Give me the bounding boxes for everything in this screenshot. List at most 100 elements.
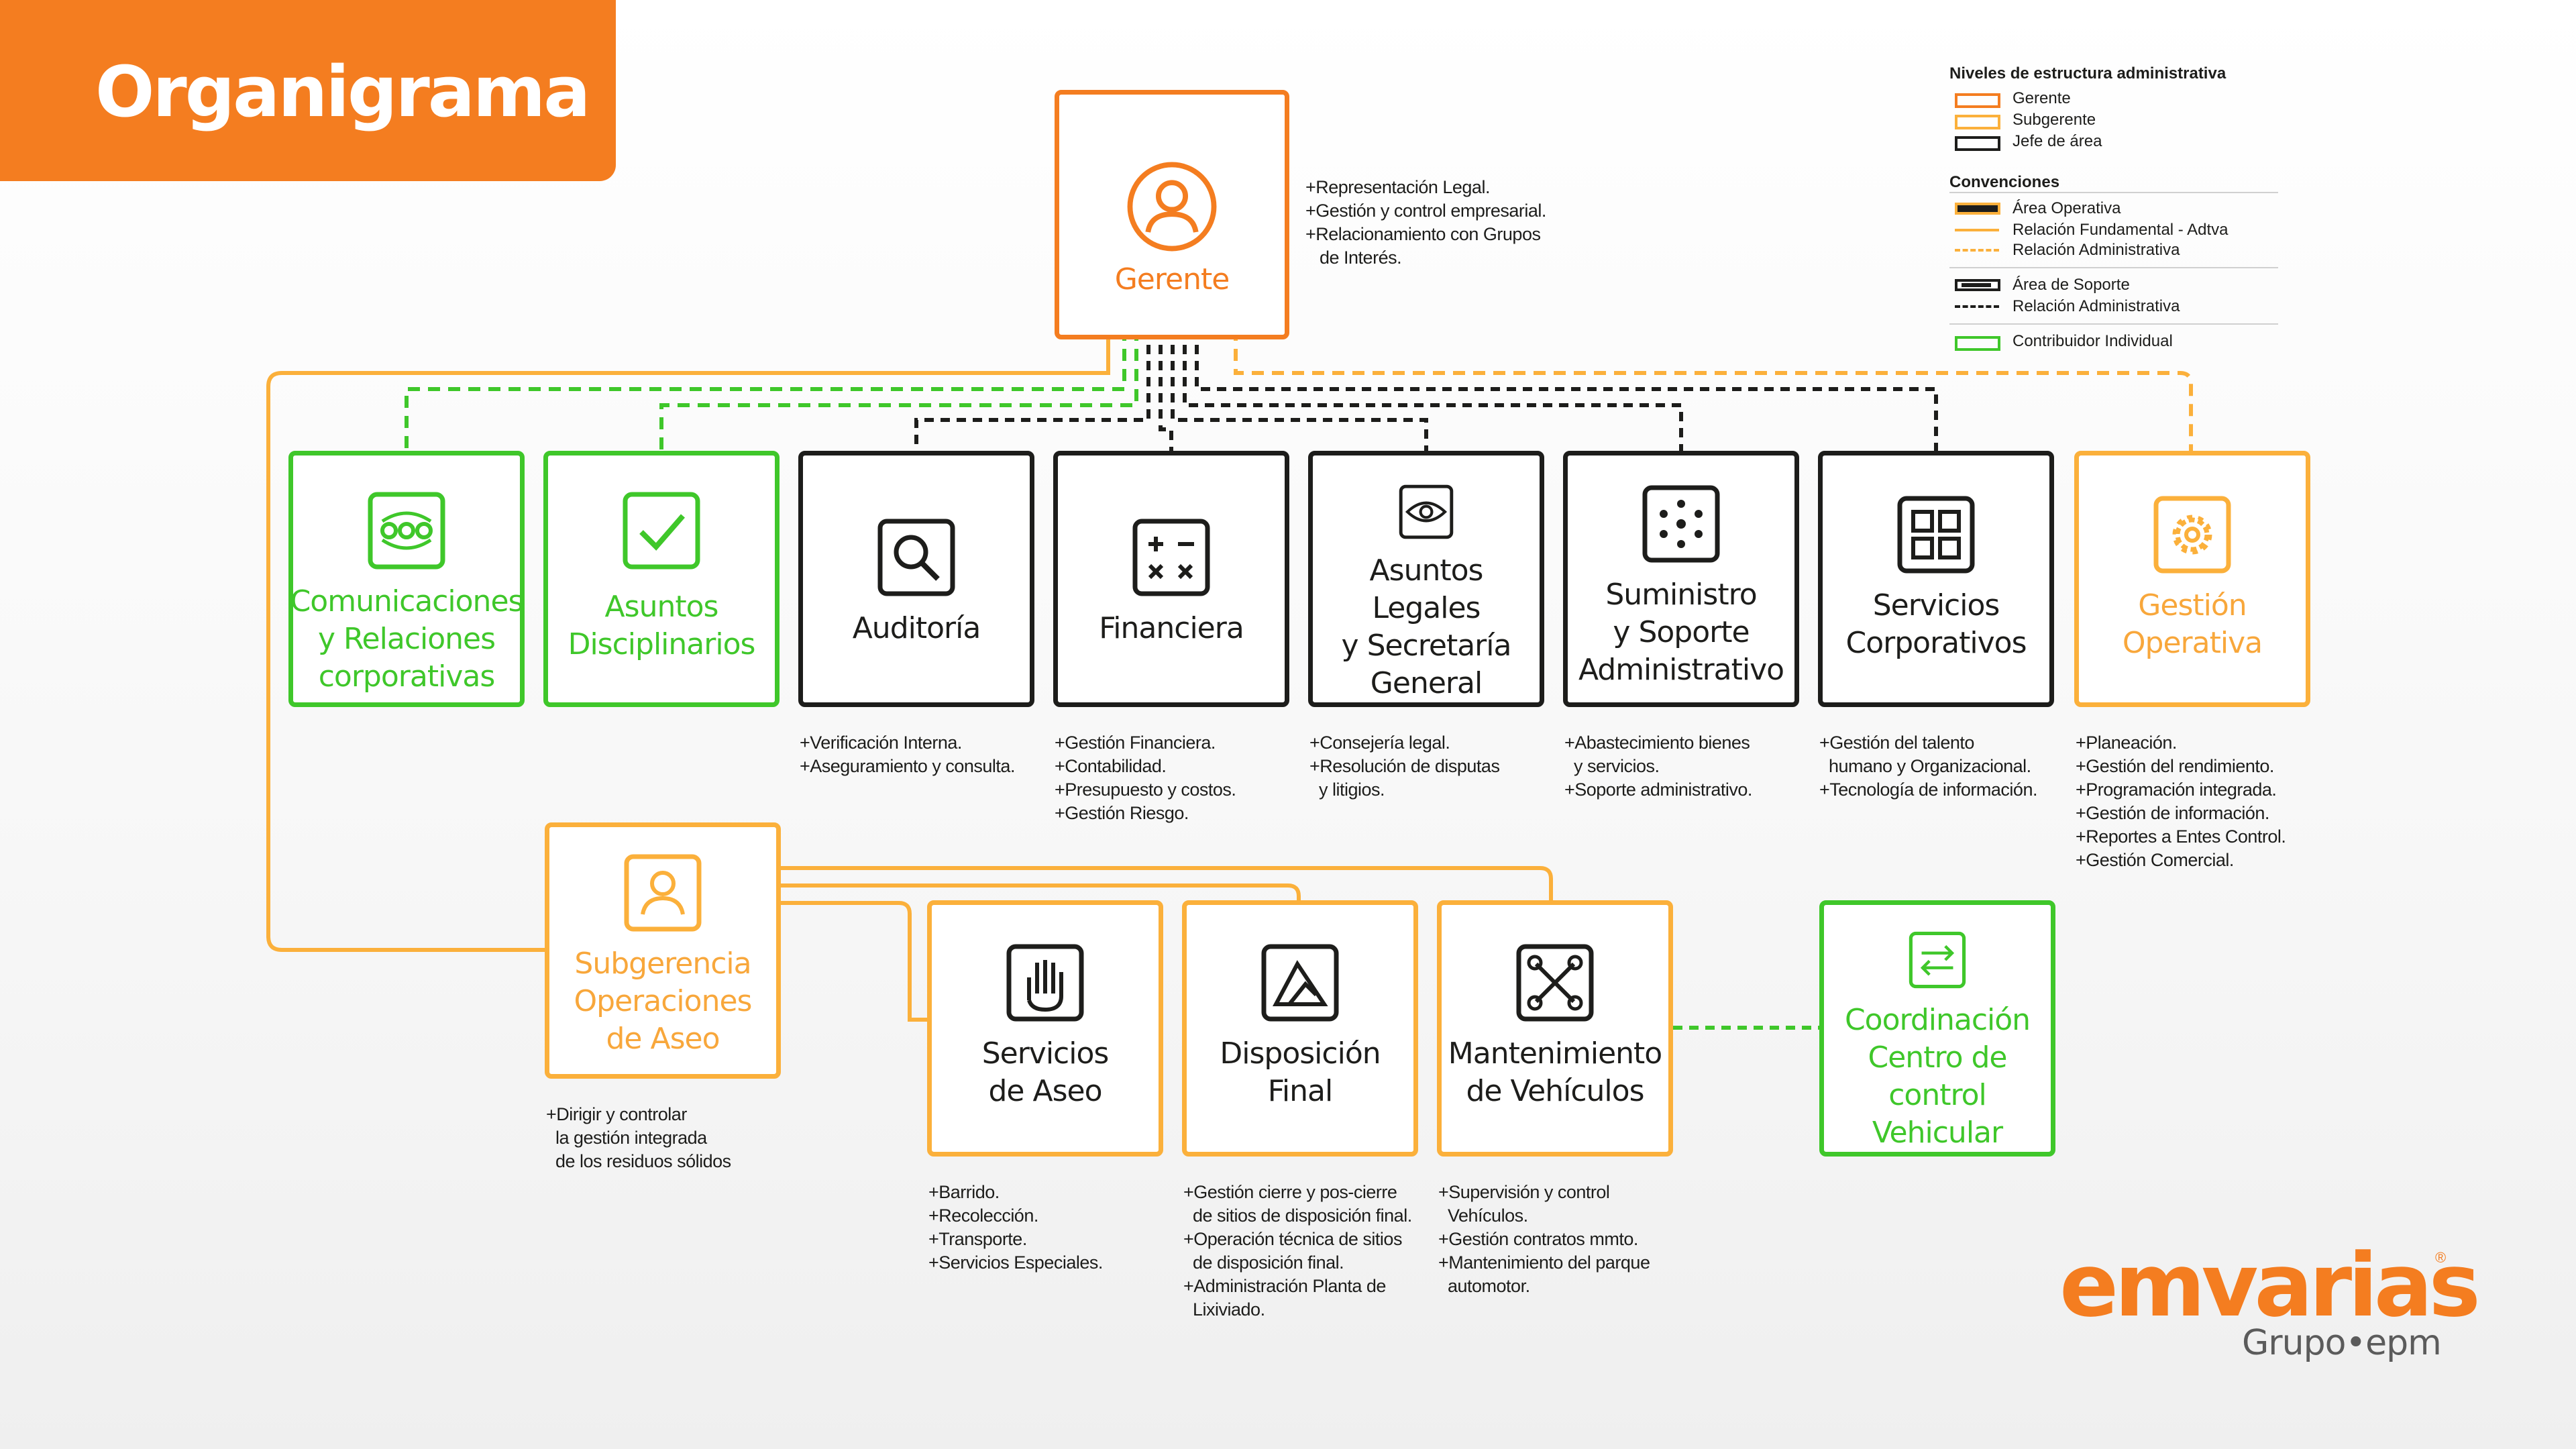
logo-registered: ® bbox=[2435, 1249, 2447, 1266]
legend-relacion-adtva-operativa: Relación Administrativa bbox=[1955, 240, 2180, 260]
legend-label-gerente: Gerente bbox=[2012, 89, 2071, 107]
financiera-functions: +Gestión Financiera. +Contabilidad. +Pre… bbox=[1055, 733, 1236, 823]
subgerencia-label: Subgerencia Operaciones de Aseo bbox=[574, 947, 753, 1056]
legend-subgerente: Subgerente bbox=[1955, 110, 2096, 130]
legend-title: Niveles de estructura administrativa bbox=[1949, 64, 2226, 83]
legend-swatch-area-soporte bbox=[1955, 275, 2000, 295]
line-sub-aseo bbox=[777, 901, 928, 1022]
legend-gerente: Gerente bbox=[1955, 89, 2071, 109]
suministro-box[interactable]: Suministro y Soporte Administrativo bbox=[1563, 451, 1799, 707]
line-sub-disposicion bbox=[777, 883, 1301, 900]
legend-label-jefe: Jefe de área bbox=[2012, 132, 2102, 150]
auditoria-box[interactable]: Auditoría bbox=[798, 451, 1034, 707]
line-gerente-comunicaciones bbox=[405, 329, 1126, 451]
legend-jefe: Jefe de área bbox=[1955, 131, 2102, 152]
logo-group: Grupo•epm bbox=[2242, 1323, 2442, 1363]
line-sub-mantenimiento bbox=[777, 866, 1553, 900]
auditoria-label: Auditoría bbox=[852, 611, 981, 645]
coordinacion-label: Coordinación Centro de control Vehicular bbox=[1844, 1003, 2031, 1150]
line-gerente-financiera bbox=[1159, 329, 1173, 451]
legend-separator bbox=[1949, 192, 2278, 193]
legend-label-area-operativa: Área Operativa bbox=[2012, 199, 2121, 217]
wrench-cross-icon bbox=[1516, 944, 1594, 1022]
legend-label-relacion-adtva-operativa: Relación Administrativa bbox=[2012, 241, 2180, 259]
financiera-box[interactable]: Financiera bbox=[1053, 451, 1289, 707]
aseo-functions: +Barrido. +Recolección. +Transporte. +Se… bbox=[928, 1182, 1103, 1273]
legales-box[interactable]: Asuntos Legales y Secretaría General bbox=[1308, 451, 1544, 707]
legend-label-relacion-fundamental: Relación Fundamental - Adtva bbox=[2012, 221, 2229, 239]
chat-dots-icon bbox=[368, 492, 445, 570]
coordinacion-box[interactable]: Coordinación Centro de control Vehicular bbox=[1819, 900, 2055, 1157]
calculator-icon bbox=[1132, 519, 1210, 596]
legend-conventions-title: Convenciones bbox=[1949, 173, 2060, 191]
financiera-label: Financiera bbox=[1099, 611, 1244, 645]
suministro-functions: +Abastecimiento bienes y servicios. +Sop… bbox=[1564, 733, 1752, 800]
auditoria-functions: +Verificación Interna. +Aseguramiento y … bbox=[800, 733, 1015, 776]
line-gerente-disciplinarios bbox=[659, 329, 1138, 451]
gerente-box[interactable]: Gerente bbox=[1055, 90, 1289, 339]
title-banner: Organigrama bbox=[0, 0, 616, 181]
aseo-box[interactable]: Servicios de Aseo bbox=[927, 900, 1163, 1157]
legend-swatch-relacion-adtva-operativa bbox=[1955, 240, 1999, 260]
aseo-label: Servicios de Aseo bbox=[981, 1036, 1110, 1108]
hand-icon bbox=[1006, 944, 1084, 1022]
mantenimiento-label: Mantenimiento de Vehículos bbox=[1448, 1036, 1662, 1108]
corporativos-label: Servicios Corporativos bbox=[1845, 588, 2027, 660]
legend-swatch-gerente bbox=[1955, 89, 2000, 109]
mantenimiento-functions: +Supervisión y control Vehículos. +Gesti… bbox=[1438, 1182, 1650, 1296]
legend-relacion-fundamental: Relación Fundamental - Adtva bbox=[1955, 220, 2229, 240]
legend-area-operativa: Área Operativa bbox=[1955, 199, 2121, 219]
disciplinarios-box[interactable]: Asuntos Disciplinarios bbox=[543, 451, 780, 707]
mountain-icon bbox=[1261, 944, 1339, 1022]
corporativos-functions: +Gestión del talento humano y Organizaci… bbox=[1819, 733, 2037, 800]
legend-area-soporte: Área de Soporte bbox=[1955, 275, 2130, 295]
subgerencia-functions: +Dirigir y controlar la gestión integrad… bbox=[546, 1104, 731, 1171]
legend-label-area-soporte: Área de Soporte bbox=[2012, 276, 2130, 294]
legend-contribuidor: Contribuidor Individual bbox=[1955, 331, 2173, 352]
line-gerente-auditoria bbox=[914, 329, 1150, 451]
page-title: Organigrama bbox=[95, 51, 590, 133]
dots-circle-icon bbox=[1642, 485, 1720, 563]
magnifier-icon bbox=[877, 519, 955, 596]
person-circle-icon bbox=[1127, 162, 1217, 252]
comunicaciones-box[interactable]: Comunicaciones y Relaciones corporativas bbox=[288, 451, 525, 707]
legend-separator bbox=[1949, 267, 2278, 268]
legend-label-relacion-adtva-soporte: Relación Administrativa bbox=[2012, 297, 2180, 315]
legend-swatch-relacion-fundamental bbox=[1955, 220, 1999, 240]
legales-functions: +Consejería legal. +Resolución de disput… bbox=[1309, 733, 1500, 800]
person-icon bbox=[624, 854, 702, 932]
legend-label-contribuidor: Contribuidor Individual bbox=[2012, 332, 2173, 350]
grid-icon bbox=[1897, 496, 1975, 574]
operativa-box[interactable]: Gestión Operativa bbox=[2074, 451, 2310, 707]
gerente-functions: +Representación Legal. +Gestión y contro… bbox=[1305, 177, 1546, 268]
operativa-label: Gestión Operativa bbox=[2122, 588, 2263, 660]
legend-separator bbox=[1949, 323, 2278, 325]
line-gerente-suministro bbox=[1183, 329, 1683, 451]
legend-swatch-area-operativa bbox=[1955, 199, 2000, 219]
corporativos-box[interactable]: Servicios Corporativos bbox=[1818, 451, 2054, 707]
logo-wordmark: emvarias bbox=[2059, 1234, 2481, 1336]
subgerencia-box[interactable]: Subgerencia Operaciones de Aseo bbox=[545, 822, 781, 1079]
legales-label: Asuntos Legales y Secretaría General bbox=[1341, 553, 1512, 700]
operativa-functions: +Planeación. +Gestión del rendimiento. +… bbox=[2076, 733, 2286, 870]
legend-swatch-subgerente bbox=[1955, 110, 2000, 130]
gear-icon bbox=[2153, 496, 2231, 574]
disciplinarios-label: Asuntos Disciplinarios bbox=[568, 590, 756, 661]
legend-label-subgerente: Subgerente bbox=[2012, 111, 2096, 129]
disposicion-box[interactable]: Disposición Final bbox=[1182, 900, 1418, 1157]
gerente-label: Gerente bbox=[1114, 262, 1230, 297]
suministro-label: Suministro y Soporte Administrativo bbox=[1578, 578, 1784, 687]
legend-swatch-jefe bbox=[1955, 131, 2000, 152]
line-gerente-legales bbox=[1171, 329, 1428, 451]
emvarias-logo: emvarias ® Grupo•epm bbox=[2059, 1234, 2481, 1382]
mantenimiento-box[interactable]: Mantenimiento de Vehículos bbox=[1437, 900, 1673, 1157]
legend-swatch-contribuidor bbox=[1955, 331, 2000, 352]
line-gerente-corporativos bbox=[1195, 329, 1938, 451]
legend-relacion-adtva-soporte: Relación Administrativa bbox=[1955, 297, 2180, 317]
checkmark-icon bbox=[623, 492, 700, 570]
eye-icon bbox=[1399, 484, 1454, 539]
comunicaciones-label: Comunicaciones y Relaciones corporativas bbox=[290, 584, 524, 694]
swap-arrows-icon bbox=[1909, 931, 1966, 989]
legend-swatch-relacion-adtva-soporte bbox=[1955, 297, 1999, 317]
